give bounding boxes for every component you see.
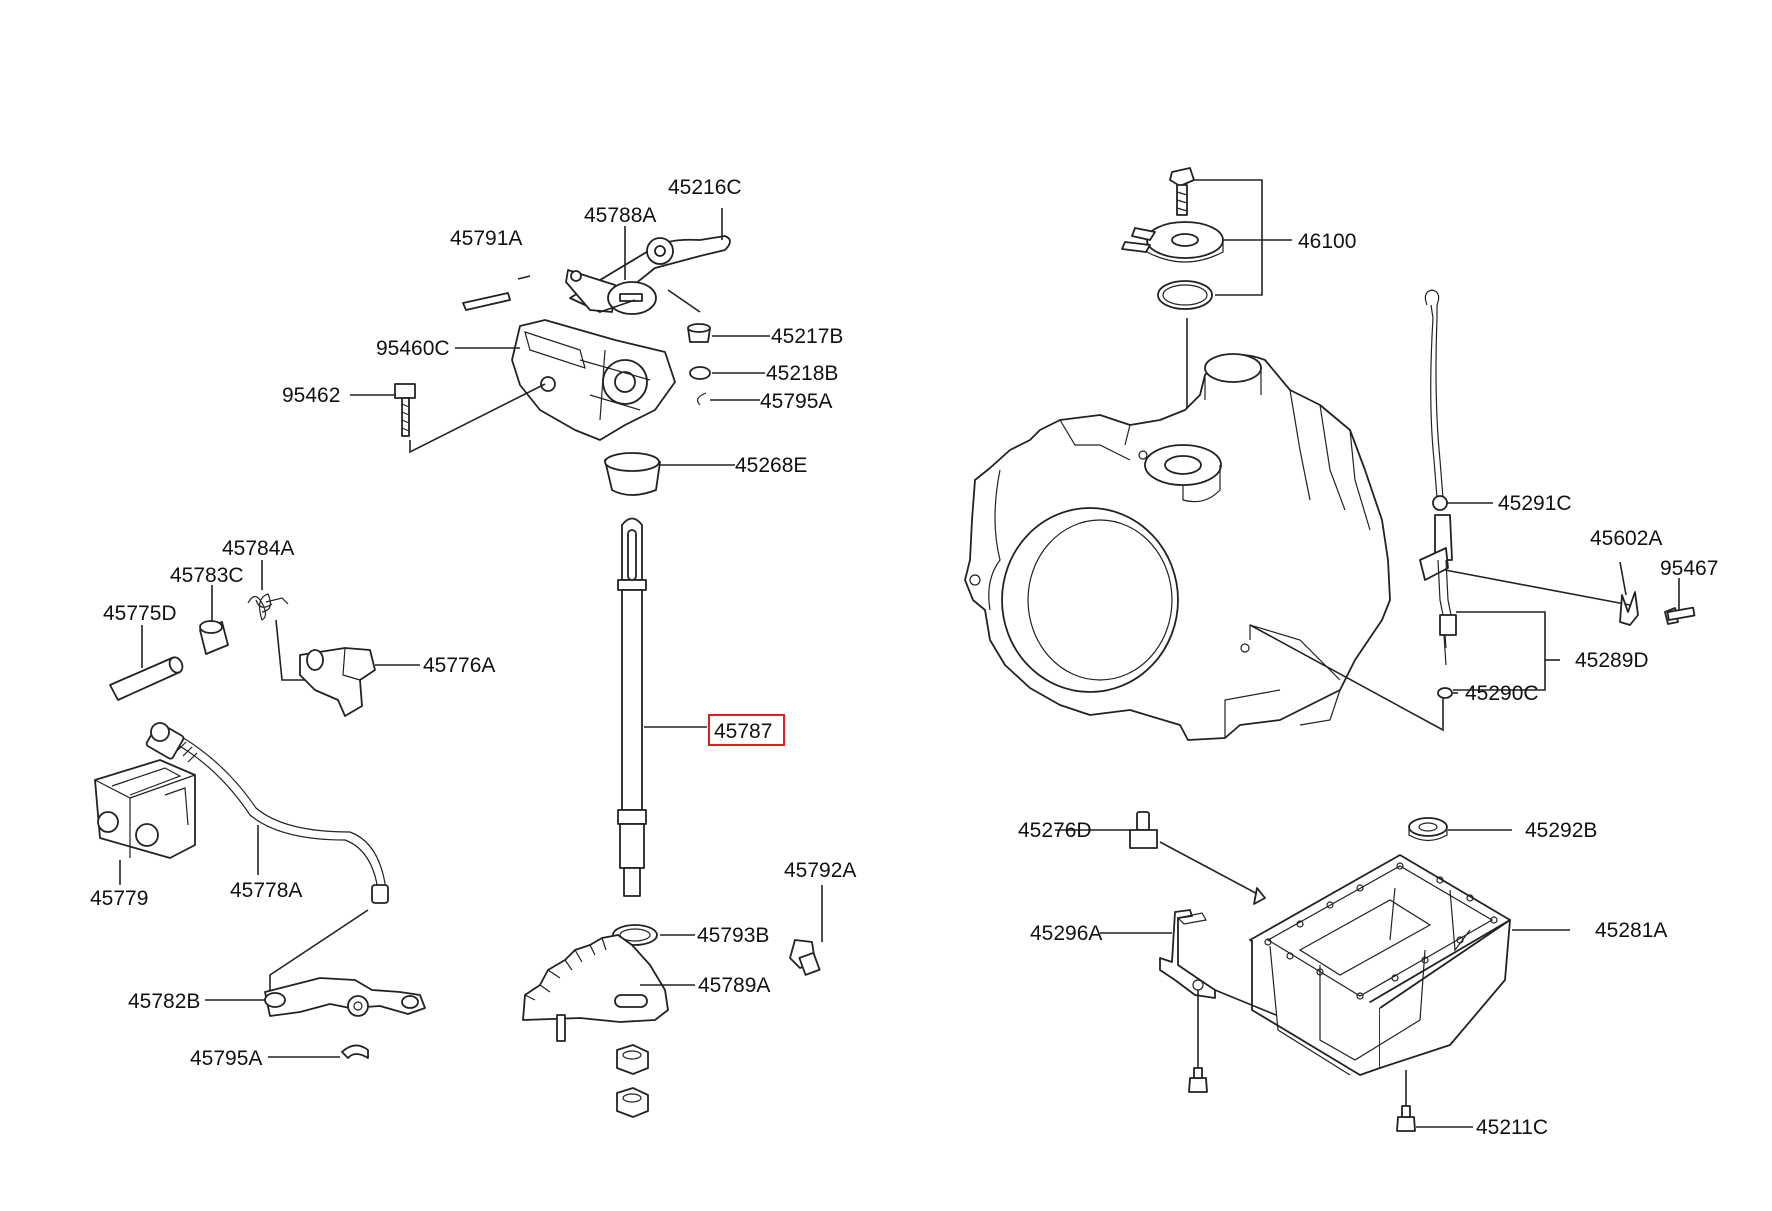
- label-45782B[interactable]: 45782B: [128, 990, 200, 1013]
- switch-connector: [524, 331, 586, 369]
- label-45292B[interactable]: 45292B: [1525, 819, 1597, 842]
- highlight-box-45787: [708, 714, 785, 746]
- leader-spring-link: [275, 619, 310, 681]
- leader-45296A-bolt: [1197, 989, 1277, 1075]
- switch-ribs: [579, 349, 651, 421]
- oil-seal-assembly-46100[interactable]: [1121, 167, 1224, 310]
- nut-upper[interactable]: [616, 1044, 649, 1075]
- oring-46100: [1157, 280, 1213, 310]
- label-45778A[interactable]: 45778A: [230, 879, 302, 902]
- label-45779[interactable]: 45779: [90, 887, 148, 910]
- plate-hole: [570, 270, 582, 282]
- bushing-45783C[interactable]: [199, 620, 229, 655]
- leader-cable-link: [269, 909, 369, 990]
- pin-45791A[interactable]: [462, 292, 511, 311]
- label-45789A[interactable]: 45789A: [698, 974, 770, 997]
- oring-inner: [619, 928, 651, 942]
- label-45281A[interactable]: 45281A: [1595, 919, 1667, 942]
- part-labels: 45216C 45788A 45791A 95460C 45217B 45218…: [90, 176, 1718, 1139]
- pin-45775D[interactable]: [109, 655, 185, 701]
- label-45795A-bottom[interactable]: 45795A: [190, 1047, 262, 1070]
- bolt-95467[interactable]: [1664, 606, 1696, 625]
- leader-45602A: [1619, 561, 1627, 596]
- bushing-top: [687, 323, 711, 333]
- label-45289D[interactable]: 45289D: [1575, 649, 1649, 672]
- label-46100[interactable]: 46100: [1298, 230, 1356, 253]
- plug-45276D[interactable]: [1129, 811, 1158, 849]
- switch-mount-hole: [540, 376, 556, 392]
- label-45296A[interactable]: 45296A: [1030, 922, 1102, 945]
- bracket-45296A[interactable]: [1159, 909, 1216, 999]
- bolt-45296A[interactable]: [1188, 1067, 1208, 1093]
- leader-45276D-arrow: [1159, 841, 1266, 899]
- bolt-46100: [1169, 167, 1195, 216]
- label-45783C[interactable]: 45783C: [170, 564, 244, 587]
- leader-46100: [1194, 179, 1292, 296]
- leader-45290C-link: [1249, 624, 1444, 732]
- oil-pan-45281A[interactable]: [1249, 854, 1511, 1076]
- label-45793B[interactable]: 45793B: [697, 924, 769, 947]
- label-45602A[interactable]: 45602A: [1590, 527, 1662, 550]
- magnet-45292B[interactable]: [1408, 817, 1448, 842]
- lever-45776A[interactable]: [299, 647, 376, 717]
- detent-plate-45789A[interactable]: [522, 934, 669, 1042]
- label-45792A[interactable]: 45792A: [784, 859, 856, 882]
- leader-bushing: [667, 289, 701, 313]
- leader-95462-bolt: [409, 383, 546, 454]
- label-45791A[interactable]: 45791A: [450, 227, 522, 250]
- cable-45778A[interactable]: [145, 722, 389, 904]
- label-45775D[interactable]: 45775D: [103, 602, 177, 625]
- label-45211C[interactable]: 45211C: [1476, 1116, 1548, 1139]
- spring-45784A[interactable]: [247, 593, 289, 621]
- clip-45795A-top[interactable]: [696, 392, 707, 406]
- inhibitor-switch-95460C[interactable]: [511, 319, 676, 441]
- label-45276D[interactable]: 45276D: [1018, 819, 1092, 842]
- transaxle-housing: [964, 353, 1391, 741]
- washer-45218B[interactable]: [689, 366, 711, 380]
- leader-45791A: [517, 275, 531, 280]
- lever-hole: [654, 245, 666, 257]
- bracket-45779[interactable]: [94, 759, 196, 859]
- label-45784A[interactable]: 45784A: [222, 537, 294, 560]
- sensor-46100: [1121, 221, 1224, 263]
- label-45290C[interactable]: 45290C: [1465, 682, 1539, 705]
- inhibitor-switch-assembly: [350, 208, 770, 496]
- leader-45289D: [1453, 611, 1546, 691]
- leader-45602A-link: [1444, 569, 1631, 606]
- label-95467[interactable]: 95467: [1660, 557, 1718, 580]
- label-45217B[interactable]: 45217B: [771, 325, 843, 348]
- label-45787[interactable]: 45787: [714, 720, 772, 743]
- label-95462[interactable]: 95462: [282, 384, 340, 407]
- label-45788A[interactable]: 45788A: [584, 204, 656, 227]
- bolt-95462[interactable]: [394, 383, 416, 437]
- label-45291C[interactable]: 45291C: [1498, 492, 1572, 515]
- manual-shaft-45787[interactable]: [617, 517, 647, 897]
- arrow-head: [1253, 887, 1266, 905]
- label-45216C[interactable]: 45216C: [668, 176, 742, 199]
- lever-45782B[interactable]: [264, 977, 426, 1017]
- dipstick-assembly[interactable]: [1419, 289, 1457, 699]
- drain-bolt-45211C[interactable]: [1396, 1105, 1416, 1132]
- label-45795A-top[interactable]: 45795A: [760, 390, 832, 413]
- label-45268E[interactable]: 45268E: [735, 454, 807, 477]
- switch-hub: [614, 371, 636, 393]
- bushing-45268E[interactable]: [604, 452, 661, 496]
- leader-plate: [599, 299, 636, 313]
- clip-45602A[interactable]: [1619, 591, 1639, 626]
- detent-slot: [619, 293, 643, 302]
- bolt-45792A[interactable]: [789, 939, 821, 976]
- label-45218B[interactable]: 45218B: [766, 362, 838, 385]
- nut-lower[interactable]: [616, 1087, 649, 1118]
- clip-45795A-bottom[interactable]: [341, 1044, 369, 1059]
- label-95460C[interactable]: 95460C: [376, 337, 450, 360]
- label-45776A[interactable]: 45776A: [423, 654, 495, 677]
